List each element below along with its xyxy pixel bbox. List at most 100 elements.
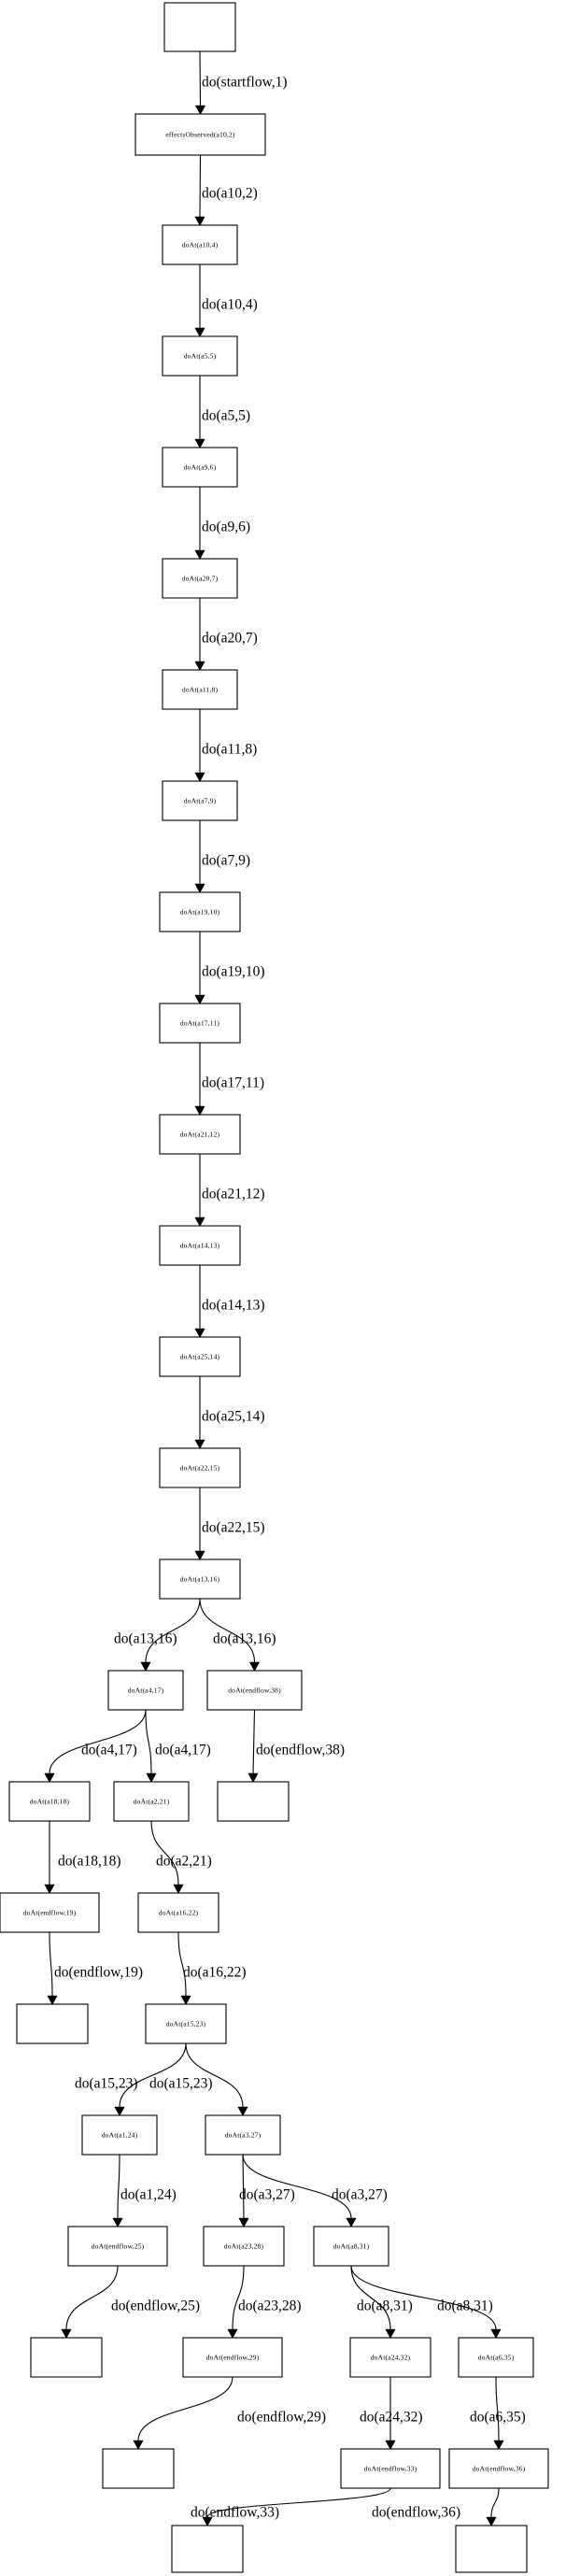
graph-node[interactable]: doAt(endflow,19) <box>0 1892 100 1933</box>
graph-node[interactable]: doAt(a8,31) <box>313 2226 389 2267</box>
edge-label: do(a17,11) <box>202 1075 264 1091</box>
node-box[interactable] <box>30 2337 103 2378</box>
node-box[interactable] <box>159 1447 241 1488</box>
graph-node[interactable]: doAt(a21,12) <box>159 1114 241 1155</box>
graph-node[interactable]: doAt(a25,14) <box>159 1336 241 1377</box>
graph-node[interactable]: doAt(endflow,25) <box>67 2226 168 2267</box>
node-box[interactable] <box>159 1003 241 1044</box>
node-box[interactable] <box>162 447 238 488</box>
graph-node[interactable]: doAt(a19,10) <box>159 891 241 932</box>
node-box[interactable] <box>217 1781 290 1822</box>
node-box[interactable] <box>162 780 238 821</box>
node-box[interactable] <box>455 2525 528 2573</box>
edge-label: do(a18,18) <box>58 1854 121 1870</box>
node-box[interactable] <box>203 2226 285 2267</box>
graph-edge <box>242 2154 357 2228</box>
graph-edge <box>47 1931 58 2006</box>
graph-node[interactable]: doAt(a11,8) <box>162 669 238 710</box>
graph-node[interactable]: doAt(a23,28) <box>203 2226 285 2267</box>
graph-node[interactable]: doAt(a16,22) <box>137 1892 219 1933</box>
edge-label: do(endflow,36) <box>372 2505 460 2521</box>
graph-node[interactable]: doAt(a10,4) <box>162 224 238 265</box>
edge-arrowhead <box>194 216 205 227</box>
node-label: doAt(endflow,33) <box>364 2464 417 2472</box>
graph-node[interactable]: doAt(a15,23) <box>145 2003 227 2044</box>
edge-arrowhead <box>385 2328 396 2340</box>
graph-node-empty[interactable] <box>102 2448 175 2489</box>
graph-edge <box>194 1265 205 1339</box>
node-box[interactable] <box>159 1558 241 1600</box>
node-box[interactable] <box>0 1892 100 1933</box>
graph-node-empty[interactable] <box>30 2337 103 2378</box>
node-box[interactable] <box>137 1892 219 1933</box>
graph-edge <box>177 1931 191 2006</box>
node-box[interactable] <box>159 1225 241 1266</box>
node-box[interactable] <box>159 1336 241 1377</box>
node-label: doAt(a19,10) <box>180 907 220 916</box>
graph-node-empty[interactable] <box>16 2003 89 2044</box>
edge-arrowhead <box>194 327 205 338</box>
graph-node[interactable]: doAt(endflow,36) <box>448 2448 549 2489</box>
node-box[interactable] <box>102 2448 175 2489</box>
graph-edge <box>248 1709 259 1784</box>
graph-node[interactable]: doAt(a17,11) <box>159 1003 241 1044</box>
node-box[interactable] <box>340 2448 441 2489</box>
graph-node[interactable]: doAt(a14,13) <box>159 1225 241 1266</box>
graph-node-empty[interactable] <box>455 2525 528 2573</box>
graph-node[interactable]: doAt(a4,17) <box>107 1670 184 1711</box>
node-label: effectsObserved(a10,2) <box>165 130 235 138</box>
graph-node[interactable]: doAt(a20,7) <box>162 558 238 599</box>
graph-node[interactable]: doAt(a5,5) <box>162 335 238 377</box>
graph-node[interactable]: doAt(a9,6) <box>162 447 238 488</box>
node-box[interactable] <box>159 1114 241 1155</box>
graph-node[interactable]: effectsObserved(a10,2) <box>134 113 266 156</box>
node-box[interactable] <box>8 1781 91 1822</box>
edge-line <box>117 2154 120 2219</box>
node-box[interactable] <box>162 224 238 265</box>
graph-node[interactable]: doAt(endflow,38) <box>206 1670 303 1711</box>
graph-node[interactable]: doAt(a18,18) <box>8 1781 91 1822</box>
node-box[interactable] <box>182 2337 283 2378</box>
graph-node[interactable]: doAt(a24,32) <box>349 2337 431 2378</box>
node-box[interactable] <box>205 2114 281 2156</box>
node-box[interactable] <box>16 2003 89 2044</box>
graph-edge <box>140 1598 201 1672</box>
graph-node[interactable]: doAt(a2,21) <box>113 1781 190 1822</box>
node-box[interactable] <box>162 558 238 599</box>
node-box[interactable] <box>206 1670 303 1711</box>
node-box[interactable] <box>163 2 236 52</box>
graph-node-empty[interactable] <box>163 2 236 52</box>
graph-node-empty[interactable] <box>171 2525 244 2573</box>
graph-node-empty[interactable] <box>217 1781 290 1822</box>
graph-edge <box>486 2487 500 2527</box>
edge-label: do(a5,5) <box>202 408 250 424</box>
node-box[interactable] <box>171 2525 244 2573</box>
graph-node[interactable]: doAt(a1,24) <box>81 2114 158 2156</box>
node-box[interactable] <box>81 2114 158 2156</box>
graph-node[interactable]: doAt(endflow,33) <box>340 2448 441 2489</box>
edge-label: do(a1,24) <box>120 2187 177 2203</box>
node-box[interactable] <box>113 1781 190 1822</box>
node-label: doAt(a15,23) <box>166 2019 206 2028</box>
node-box[interactable] <box>162 335 238 377</box>
node-box[interactable] <box>458 2337 534 2378</box>
node-box[interactable] <box>349 2337 431 2378</box>
graph-edge <box>150 1820 184 1895</box>
graph-node[interactable]: doAt(a7,9) <box>162 780 238 821</box>
edge-arrowhead <box>194 105 206 116</box>
graph-node[interactable]: doAt(a3,27) <box>205 2114 281 2156</box>
graph-node[interactable]: doAt(a6,35) <box>458 2337 534 2378</box>
node-box[interactable] <box>313 2226 389 2267</box>
node-box[interactable] <box>145 2003 227 2044</box>
node-box[interactable] <box>67 2226 168 2267</box>
graph-node[interactable]: doAt(a13,16) <box>159 1558 241 1600</box>
node-box[interactable] <box>448 2448 549 2489</box>
node-box[interactable] <box>159 891 241 932</box>
node-box[interactable] <box>134 113 266 156</box>
node-box[interactable] <box>107 1670 184 1711</box>
graph-node[interactable]: doAt(a22,15) <box>159 1447 241 1488</box>
edge-label: do(a23,28) <box>238 2298 302 2314</box>
node-box[interactable] <box>162 669 238 710</box>
edge-label: do(a2,21) <box>156 1854 212 1870</box>
graph-node[interactable]: doAt(endflow,29) <box>182 2337 283 2378</box>
